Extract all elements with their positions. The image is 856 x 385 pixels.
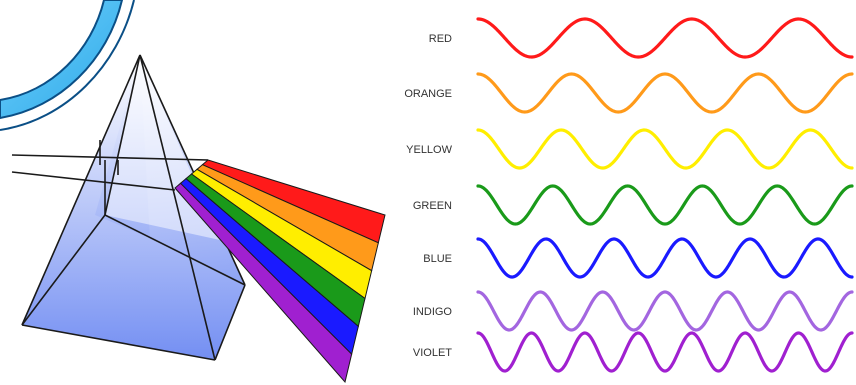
- wave-label: BLUE: [423, 253, 452, 265]
- wave-row: GREEN: [413, 186, 852, 224]
- wave-row: INDIGO: [413, 292, 852, 330]
- wave-line: [478, 292, 852, 330]
- wave-label: VIOLET: [413, 347, 452, 359]
- wave-line: [478, 19, 852, 57]
- wave-line: [478, 130, 852, 168]
- wave-line: [478, 333, 852, 371]
- wave-row: VIOLET: [413, 333, 852, 371]
- wave-row: RED: [429, 19, 852, 57]
- wave-row: BLUE: [423, 239, 852, 277]
- wave-row: ORANGE: [404, 74, 852, 112]
- decorative-arc: [0, 0, 134, 130]
- wave-label: INDIGO: [413, 306, 453, 318]
- wave-label: RED: [429, 33, 452, 45]
- wave-line: [478, 239, 852, 277]
- wave-label: YELLOW: [406, 144, 452, 156]
- wavelength-rows: RED ORANGE YELLOW GREEN BLUE INDIGO VIOLET: [404, 19, 852, 371]
- wave-row: YELLOW: [406, 130, 852, 168]
- wave-label: ORANGE: [404, 88, 452, 100]
- wave-line: [478, 74, 852, 112]
- wave-line: [478, 186, 852, 224]
- wave-label: GREEN: [413, 200, 452, 212]
